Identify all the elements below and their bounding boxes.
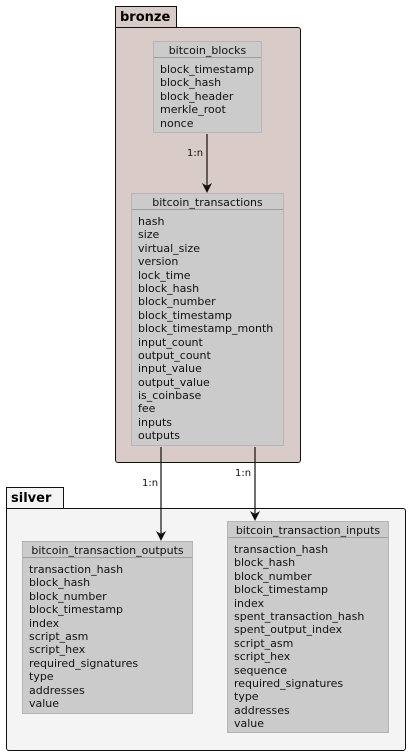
cardinality-label: 1:n	[235, 468, 252, 479]
field-item: size	[138, 228, 160, 242]
field-item: value	[234, 717, 265, 731]
field-item: block_number	[234, 569, 312, 583]
field-item: block_timestamp	[138, 308, 233, 322]
field-item: value	[29, 696, 60, 710]
field-item: input_value	[138, 362, 202, 376]
field-item: is_coinbase	[138, 389, 202, 403]
entity-bitcoin-transaction-outputs[interactable]: bitcoin_transaction_outputs transaction_…	[22, 541, 193, 714]
entity-title: bitcoin_transaction_inputs	[228, 522, 388, 538]
field-item: virtual_size	[138, 241, 200, 255]
entity-title: bitcoin_blocks	[154, 42, 261, 58]
field-item: index	[234, 596, 265, 610]
field-item: script_asm	[234, 636, 294, 650]
entity-title: bitcoin_transactions	[132, 194, 283, 210]
package-tab-bronze: bronze	[115, 6, 177, 28]
field-item: input_count	[138, 335, 203, 349]
field-item: outputs	[138, 429, 181, 443]
field-item: block_timestamp	[234, 583, 329, 597]
field-item: inputs	[138, 415, 173, 429]
field-item: addresses	[29, 683, 85, 697]
field-item: block_hash	[29, 576, 91, 590]
field-item: output_value	[138, 375, 210, 389]
field-item: version	[138, 255, 179, 269]
field-item: block_timestamp	[29, 603, 124, 617]
field-item: type	[29, 670, 54, 684]
cardinality-label: 1:n	[142, 478, 159, 489]
field-item: script_hex	[29, 643, 86, 657]
field-item: block_hash	[234, 556, 296, 570]
field-item: addresses	[234, 703, 290, 717]
field-item: block_timestamp_month	[138, 322, 274, 336]
field-item: type	[234, 690, 259, 704]
field-item: index	[29, 616, 60, 630]
field-item: merkle_root	[160, 103, 226, 117]
field-item: script_hex	[234, 650, 291, 664]
field-item: fee	[138, 402, 156, 416]
package-label-silver: silver	[11, 491, 52, 506]
entity-title: bitcoin_transaction_outputs	[23, 542, 192, 558]
field-item: lock_time	[138, 268, 191, 282]
field-item: transaction_hash	[29, 563, 124, 576]
field-item: block_header	[160, 89, 234, 103]
field-item: transaction_hash	[234, 543, 329, 556]
cardinality-label: 1:n	[187, 148, 204, 159]
field-item: spent_transaction_hash	[234, 609, 365, 623]
field-item: hash	[138, 215, 165, 228]
field-item: sequence	[234, 663, 288, 677]
package-label-bronze: bronze	[120, 10, 171, 25]
field-item: output_count	[138, 348, 211, 362]
field-item: block_timestamp	[160, 63, 255, 76]
package-tab-silver: silver	[6, 487, 64, 509]
field-item: required_signatures	[29, 656, 139, 670]
field-item: block_number	[138, 295, 216, 309]
field-item: block_number	[29, 589, 107, 603]
field-item: script_asm	[29, 629, 89, 643]
entity-bitcoin-transaction-inputs[interactable]: bitcoin_transaction_inputs transaction_h…	[227, 521, 389, 733]
field-item: nonce	[160, 116, 194, 130]
field-item: spent_output_index	[234, 623, 343, 637]
field-item: block_hash	[160, 76, 222, 90]
field-item: block_hash	[138, 281, 200, 295]
field-item: required_signatures	[234, 676, 344, 690]
